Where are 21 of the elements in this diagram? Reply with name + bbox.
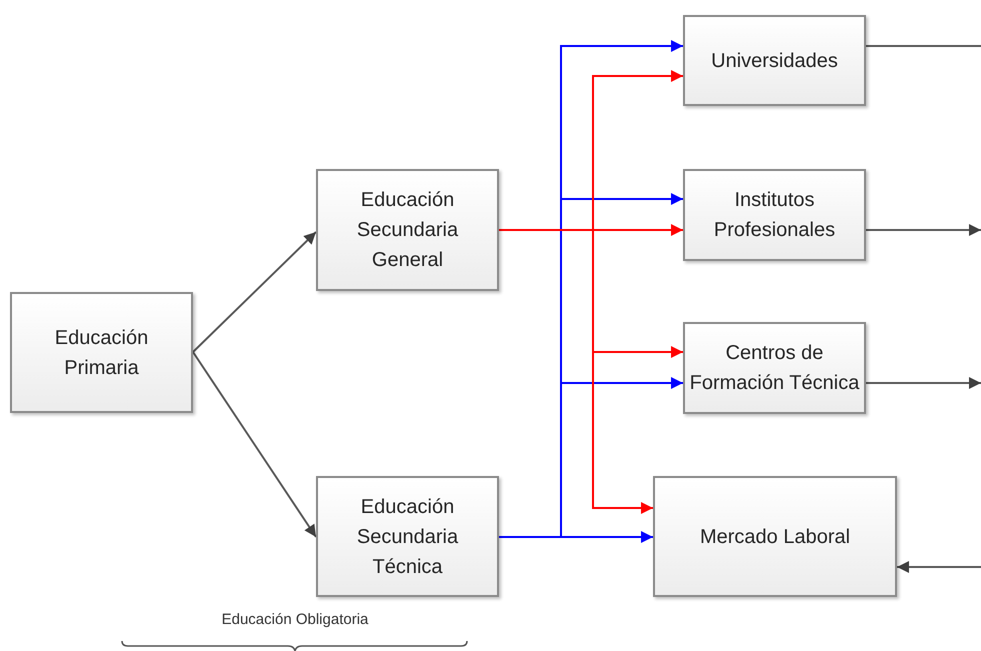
box-label: Mercado Laboral: [698, 524, 852, 550]
box-label: Universidades: [710, 48, 839, 74]
arrow: [499, 531, 653, 543]
box-label: Educación Secundaria Técnica: [356, 494, 460, 580]
arrow: [866, 377, 981, 389]
box-label: Educación Primaria: [54, 326, 150, 380]
process-box: [316, 476, 499, 597]
box-label: Institutos Profesionales: [712, 188, 836, 243]
arrow: [192, 231, 317, 353]
process-box: [683, 169, 866, 261]
process-box: [10, 292, 193, 413]
arrow: [192, 351, 317, 538]
box-label: Centros de Formación Técnica: [688, 341, 860, 396]
process-box: [683, 15, 866, 106]
process-box: [683, 322, 866, 414]
arrow: [897, 561, 981, 573]
arrow: [866, 224, 981, 236]
process-box: [316, 169, 499, 291]
process-box: [653, 476, 897, 597]
box-label: Educación Secundaria General: [356, 188, 460, 273]
group-label: Educación Obligatoria: [222, 611, 368, 628]
